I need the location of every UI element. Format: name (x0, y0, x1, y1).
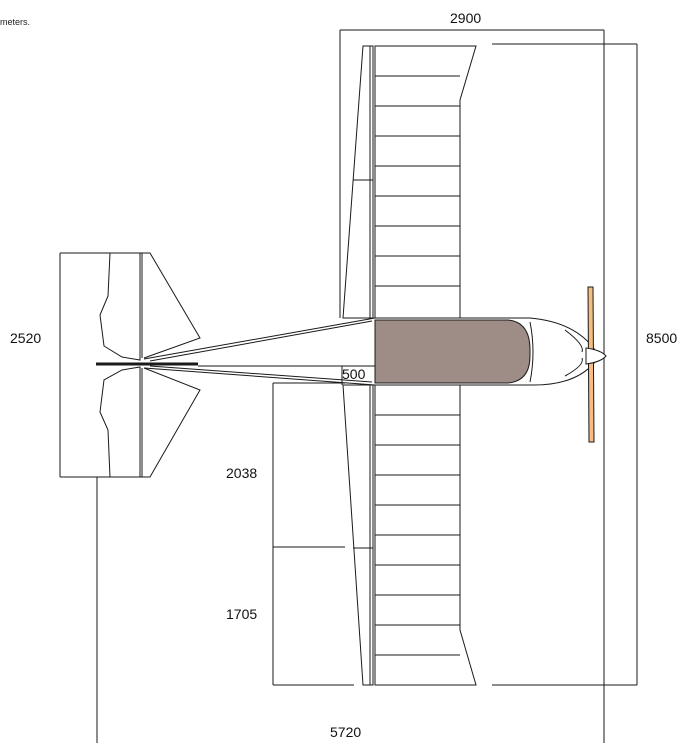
horizontal-tail (99, 252, 201, 478)
lower-wing-ribs (375, 414, 460, 656)
dim-wing-chord: 2900 (450, 10, 482, 26)
dimension-lines (59, 29, 638, 743)
dim-fuselage-width: 500 (342, 366, 366, 382)
propeller (587, 286, 595, 443)
upper-wing (342, 45, 477, 319)
dim-inner-flap: 2038 (226, 465, 258, 481)
dim-overall-length: 5720 (330, 724, 362, 740)
dim-wingspan: 8500 (646, 330, 678, 346)
upper-wing-ribs (375, 75, 460, 287)
cabin-glazing (374, 319, 531, 384)
caption: meters. (0, 17, 31, 27)
dim-tail-span: 2520 (10, 330, 42, 346)
spinner (585, 347, 607, 365)
lower-wing (342, 384, 477, 686)
dim-outer-aileron: 1705 (226, 606, 258, 622)
